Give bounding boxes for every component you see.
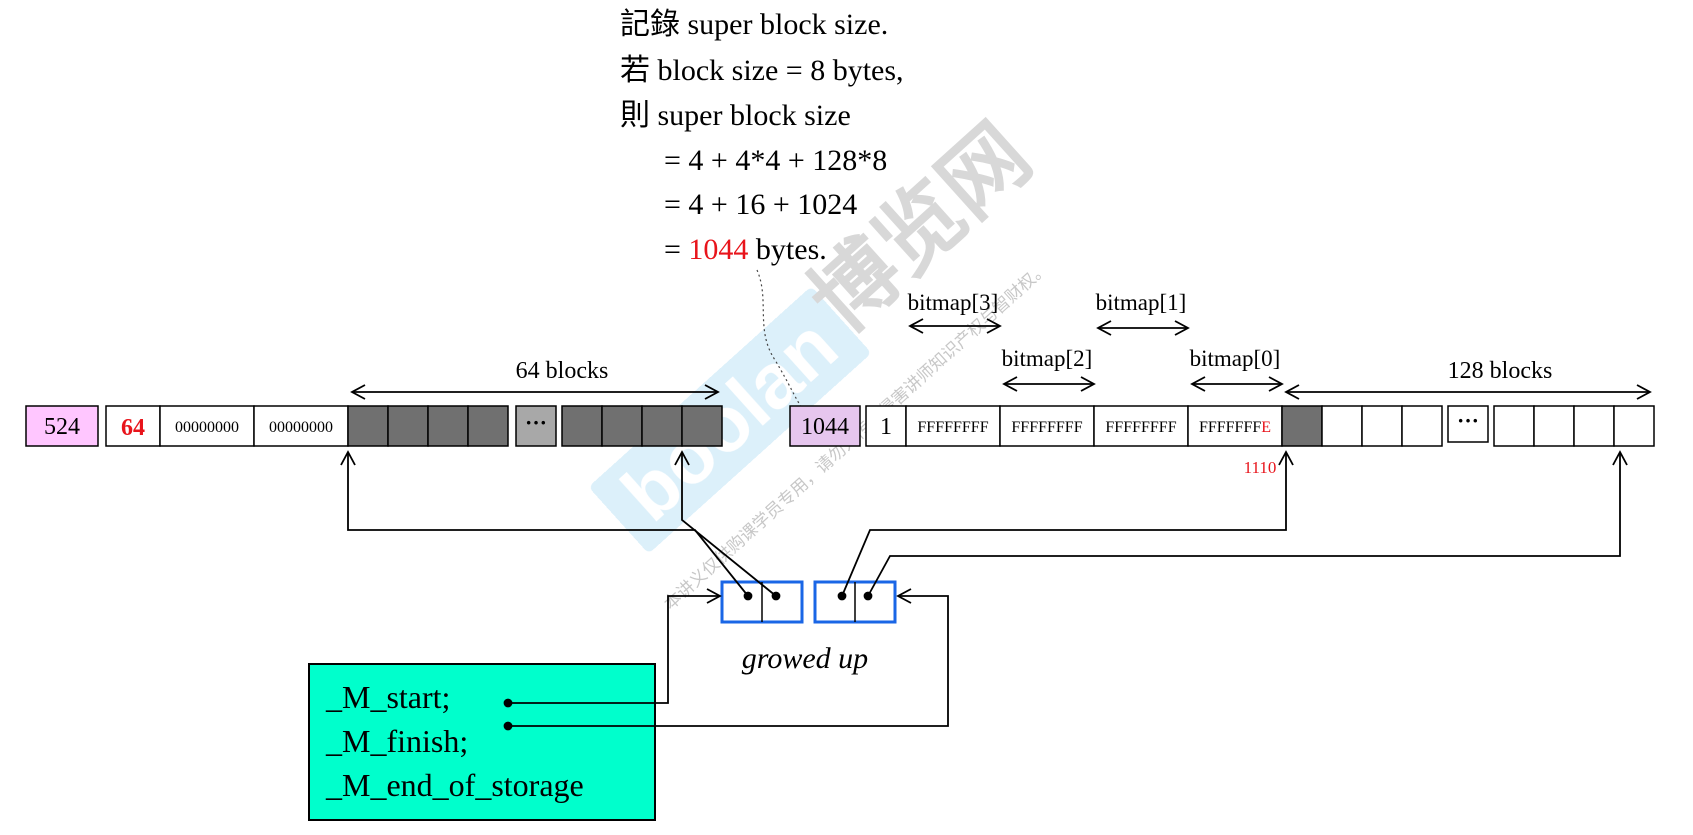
bitmap-1-label: bitmap[1] <box>1096 290 1187 315</box>
left-count-value: 64 <box>121 415 145 441</box>
pointer-finish-to-vector <box>508 588 949 727</box>
left-count-cell <box>105 405 161 447</box>
vector-struct: _M_start; _M_finish; _M_end_of_storage <box>308 588 949 821</box>
pointer-to-right-end <box>867 450 1628 597</box>
bit-marker-label: 1110 <box>1244 458 1277 477</box>
struct-field-start: _M_start; <box>325 679 450 715</box>
right-size-value: 1044 <box>801 414 849 440</box>
left-block <box>601 405 643 447</box>
note-line-5: = 4 + 16 + 1024 <box>664 188 857 221</box>
left-block <box>347 405 389 447</box>
bitmap-0-label: bitmap[0] <box>1190 346 1281 371</box>
bitmap-labels: bitmap[3] bitmap[2] bitmap[1] bitmap[0] <box>908 290 1284 392</box>
right-span-label: 128 blocks <box>1448 358 1553 384</box>
note-line-6-prefix: = <box>664 233 688 266</box>
bitmap-3-label: bitmap[3] <box>908 290 999 315</box>
super-block-note: 記錄 super block size. 若 block size = 8 by… <box>620 8 904 266</box>
right-block <box>1321 405 1363 447</box>
struct-box <box>308 663 656 821</box>
right-block <box>1573 405 1615 447</box>
left-ellipsis: ··· <box>525 410 547 435</box>
pointer-to-left-end <box>674 450 777 597</box>
struct-field-end-of-storage: _M_end_of_storage <box>325 767 584 803</box>
pointer-lines <box>340 450 1628 601</box>
note-line-1: 記錄 super block size. <box>620 8 888 41</box>
right-size-cell <box>789 405 861 447</box>
left-block <box>427 405 469 447</box>
bitmap-0-value: FFFFFFFE <box>1199 419 1271 436</box>
right-memory-block: 1044 1 FFFFFFFF FFFFFFFF FFFFFFFF FFFFFF… <box>789 358 1655 477</box>
watermark-logo-band <box>590 288 870 552</box>
bitmap-1-cell <box>1093 405 1189 447</box>
right-free-blocks-last <box>1493 405 1655 447</box>
right-block <box>1613 405 1655 447</box>
note-line-3: 則 super block size <box>620 99 851 132</box>
left-word-b-value: 00000000 <box>269 419 333 436</box>
left-block <box>681 405 723 447</box>
watermark: boolan 博览网 本讲义仅供购课学员专用，请勿外传。侵害讲师知识产权与智财权… <box>590 105 1053 614</box>
note-line-6-value: 1044 <box>688 233 748 266</box>
note-line-6: = 1044 bytes. <box>664 233 827 266</box>
right-count-value: 1 <box>880 414 892 440</box>
vector-storage: growed up <box>720 580 897 675</box>
right-count-cell <box>865 405 907 447</box>
bitmap-3-value: FFFFFFFF <box>917 419 988 436</box>
bitmap-0-value-last: E <box>1261 419 1271 436</box>
bitmap-2-cell <box>999 405 1095 447</box>
right-block <box>1401 405 1443 447</box>
left-used-blocks-first <box>347 405 509 447</box>
right-ellipsis-cell <box>1447 405 1489 443</box>
right-used-block <box>1281 405 1323 447</box>
left-block <box>467 405 509 447</box>
left-word-a-cell <box>159 405 255 447</box>
bitmap-2-value: FFFFFFFF <box>1011 419 1082 436</box>
left-span-label: 64 blocks <box>516 358 609 384</box>
bitmap-2-label: bitmap[2] <box>1002 346 1093 371</box>
pointer-to-left-start <box>340 450 749 597</box>
left-block <box>387 405 429 447</box>
left-used-blocks-last <box>561 405 723 447</box>
note-line-2: 若 block size = 8 bytes, <box>620 54 904 87</box>
left-block <box>641 405 683 447</box>
right-block <box>1493 405 1535 447</box>
vector-label: growed up <box>742 642 868 675</box>
note-line-6-suffix: bytes. <box>748 233 826 266</box>
right-ellipsis: ··· <box>1457 408 1479 433</box>
right-block <box>1533 405 1575 447</box>
bitmap-3-cell <box>905 405 1001 447</box>
struct-field-finish: _M_finish; <box>325 723 468 759</box>
left-ellipsis-cell <box>515 405 557 447</box>
left-size-value: 524 <box>44 414 80 440</box>
note-line-4: = 4 + 4*4 + 128*8 <box>664 144 887 177</box>
pointer-to-right-start <box>841 450 1294 597</box>
struct-pointer-lines <box>503 588 949 731</box>
bitmap-0-cell <box>1187 405 1283 447</box>
bitmap-1-value: FFFFFFFF <box>1105 419 1176 436</box>
right-free-blocks-first <box>1321 405 1443 447</box>
bitmap-0-value-prefix: FFFFFFF <box>1199 419 1261 436</box>
left-block <box>561 405 603 447</box>
right-block <box>1361 405 1403 447</box>
left-memory-block: 524 64 00000000 00000000 ··· 64 blocks <box>25 358 723 447</box>
left-word-a-value: 00000000 <box>175 419 239 436</box>
pointer-start-to-vector <box>508 588 722 704</box>
left-size-cell <box>25 405 99 447</box>
